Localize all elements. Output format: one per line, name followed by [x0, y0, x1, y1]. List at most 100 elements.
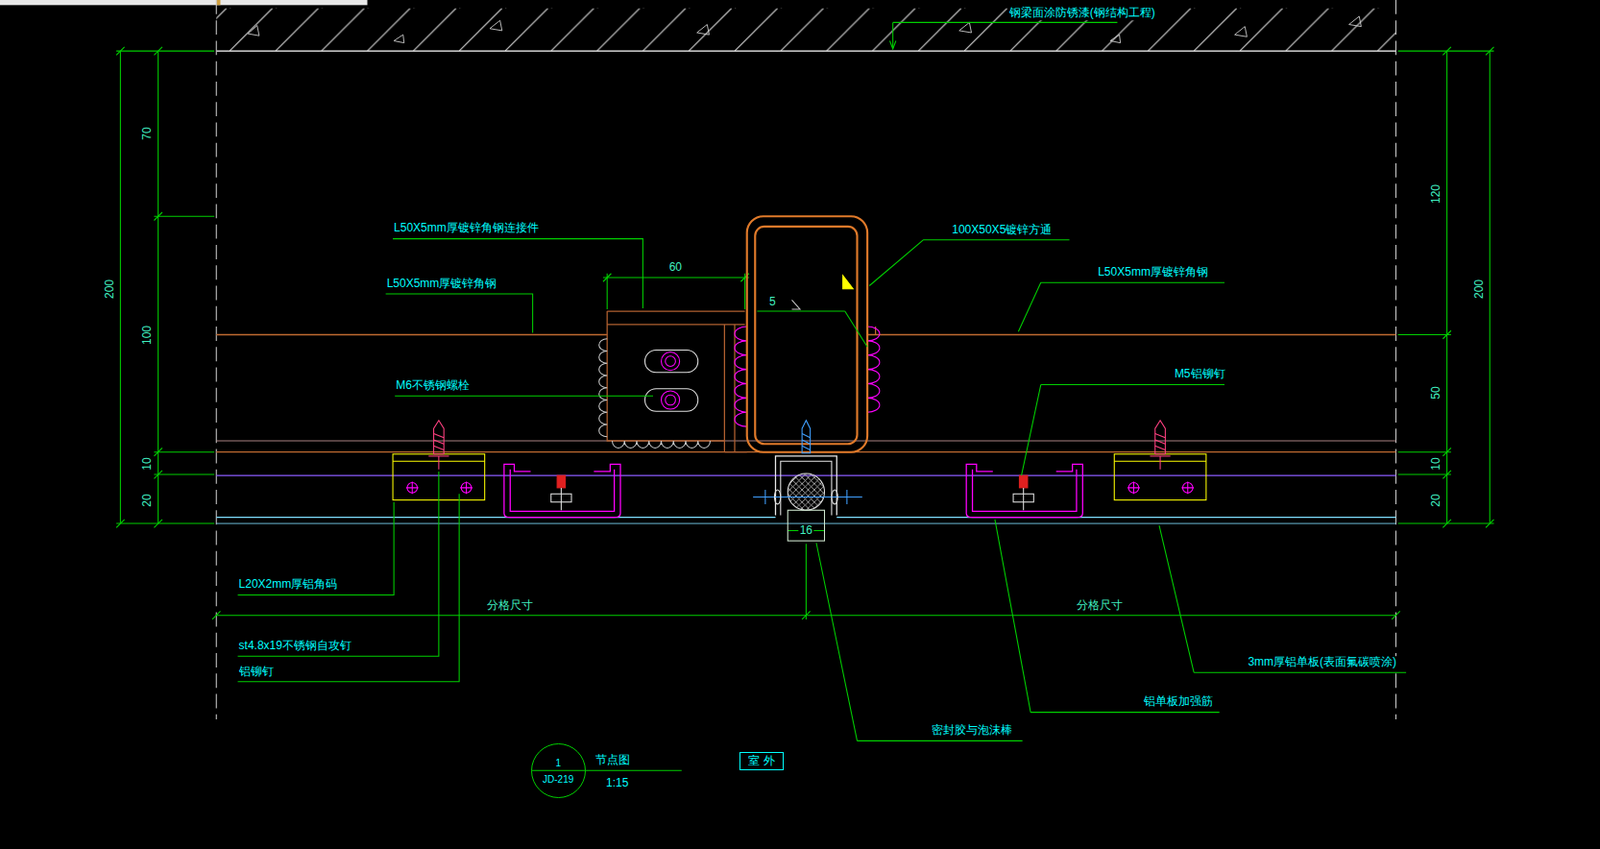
steel-angles [216, 311, 1396, 453]
weld-seams-part [734, 326, 748, 427]
steel-beam-band-part [247, 25, 260, 37]
bolts-part [661, 390, 680, 410]
aluminium-clips-part [1114, 454, 1207, 501]
bolts-part [661, 352, 680, 371]
joint-channel-part [780, 460, 832, 515]
part-label: 钢梁面涂防锈漆(钢结构工程) [1008, 6, 1157, 21]
dimension-lines-part [603, 276, 750, 278]
stiffener-ribs-part [504, 463, 621, 517]
leader-lines-part [890, 41, 897, 50]
leader-lines-part [1159, 525, 1407, 673]
dimension-lines-part [606, 273, 608, 310]
location-box: 室 外 [739, 751, 784, 771]
dimension-value: 20 [141, 492, 155, 508]
grid-axis [216, 0, 1396, 720]
dimension-value: 分格尺寸 [1075, 599, 1124, 613]
dimension-lines-part [116, 523, 215, 525]
dimension-value: 10 [141, 457, 155, 472]
part-label: 铝铆钉 [238, 665, 275, 679]
dimension-value: 5 [768, 295, 777, 310]
dimension-value: 分格尺寸 [485, 599, 534, 613]
weld-seams-part [612, 440, 711, 448]
dimension-lines-part [116, 47, 163, 528]
dimension-lines-part [153, 216, 215, 218]
steel-beam-band-part [216, 49, 1396, 51]
leader-lines-part [1018, 282, 1225, 332]
dimension-value: 60 [668, 261, 683, 275]
steel-tube-part [747, 216, 868, 452]
steel-angles-part [867, 334, 1396, 336]
screws-part [437, 456, 439, 470]
grid-axis-part [216, 0, 218, 720]
joint-channel-part [775, 456, 838, 516]
leader-lines-part [238, 493, 461, 682]
dimension-lines-part [1398, 474, 1452, 476]
joint-channel-part [787, 473, 825, 510]
steel-beam-band-part [216, 8, 1396, 52]
rivets-part [1018, 475, 1028, 488]
window-tab-part [216, 0, 220, 5]
leader-lines-part [1021, 385, 1225, 477]
leader-lines-part [238, 471, 439, 656]
dimension-lines-part [116, 50, 215, 52]
dimension-lines-part [1398, 334, 1452, 336]
steel-beam-band-part [1235, 26, 1248, 38]
steel-beam-band-part [1349, 16, 1362, 27]
dimension-value: 200 [1473, 278, 1487, 300]
part-label: M5铝铆钉 [1173, 368, 1227, 383]
joint-channel-part [764, 489, 766, 505]
steel-beam-band [216, 8, 1396, 52]
steel-angles-part [216, 440, 1396, 442]
grid-axis-part [1395, 0, 1397, 720]
steel-beam-band-part [393, 34, 405, 44]
part-label: 3mm厚铝单板(表面氟碳喷涂) [1246, 655, 1398, 670]
bolts-part [645, 388, 699, 412]
steel-beam-band-part [489, 20, 503, 31]
joint-channel-part [774, 489, 780, 505]
steel-beam-band-part [1110, 34, 1121, 44]
detail-number: 1 [532, 757, 585, 769]
part-label: 铝单板加强筋 [1142, 696, 1214, 710]
leader-lines-part [893, 22, 1118, 49]
leader-lines-part [869, 240, 1069, 287]
steel-tube-part [843, 275, 854, 290]
part-label: 100X50X5镀锌方通 [950, 223, 1053, 238]
joint-channel-part [831, 489, 838, 505]
dimension-value: 20 [1430, 492, 1444, 508]
dimension-value: 10 [1430, 457, 1444, 472]
aluminium-clips-part [406, 482, 419, 495]
dimension-lines-part [805, 543, 807, 620]
aluminium-clips-part [1181, 482, 1194, 495]
panel-lines-part [216, 516, 776, 518]
part-label: L20X2mm厚铝角码 [238, 578, 340, 592]
rivets-part [557, 475, 566, 488]
joint-channel-part [752, 496, 863, 498]
dimension-lines-part [1489, 50, 1491, 524]
dimension-value: 70 [141, 126, 155, 142]
steel-beam-band-part [247, 16, 1361, 44]
steel-tube-part [845, 311, 868, 347]
part-label: L50X5mm厚镀锌角钢 [1096, 266, 1210, 280]
dimension-value: 100 [141, 323, 155, 345]
leader-lines-part [386, 293, 534, 333]
stiffener-ribs-part [972, 469, 1077, 512]
part-label: L50X5mm厚镀锌角钢 [386, 277, 499, 291]
bolts-part [645, 349, 699, 372]
weld-seams [599, 326, 880, 448]
part-label: 节点图 [594, 753, 631, 768]
dimension-value: 50 [1430, 385, 1444, 400]
steel-tube-part [792, 299, 801, 310]
window-tab [0, 0, 368, 5]
weld-seams-part [867, 326, 880, 413]
window-tab-part [0, 0, 368, 5]
bolts-part [665, 394, 677, 406]
stiffener-ribs [504, 463, 1083, 517]
screws-part [1155, 420, 1166, 455]
leader-lines-part [532, 770, 682, 772]
screws-part [434, 434, 445, 451]
steel-beam-band-part [959, 22, 972, 33]
steel-tube-part [754, 226, 857, 444]
leader-lines-part [994, 519, 1220, 713]
screws-part [801, 420, 811, 454]
bolts [645, 349, 699, 412]
